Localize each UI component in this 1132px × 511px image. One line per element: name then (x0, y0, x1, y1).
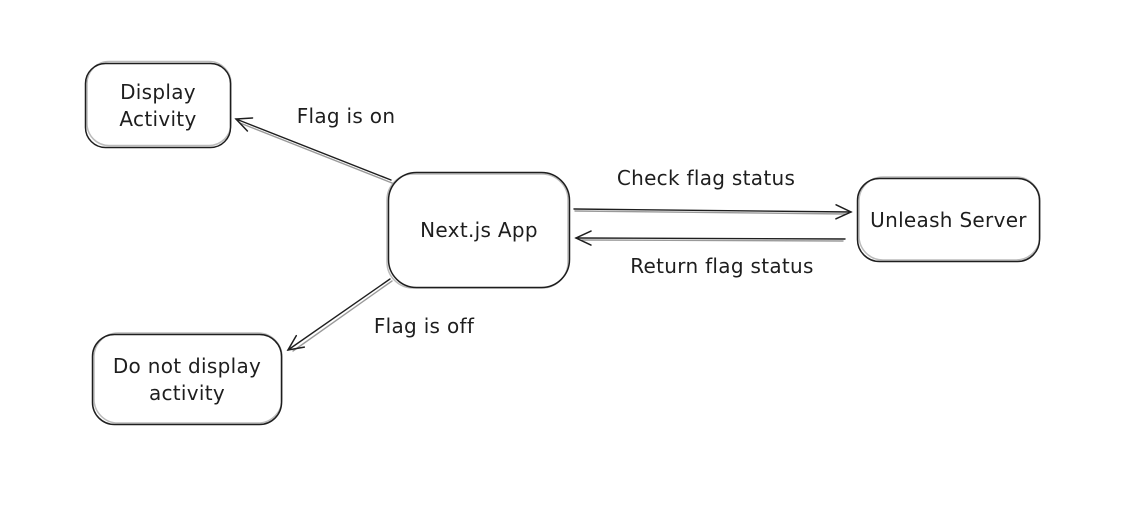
node-box-display-activity (84, 60, 232, 149)
node-box-nextjs-app (386, 171, 571, 289)
node-label-line: Next.js App (420, 217, 538, 242)
node-nextjs-app: Next.js App (388, 172, 570, 288)
edge-label-return-flag-status: Return flag status (630, 254, 814, 278)
edge-label-flag-is-off: Flag is off (373, 314, 475, 338)
node-unleash-server: Unleash Server (857, 178, 1040, 262)
edge-return-flag-status (574, 230, 846, 246)
node-label-line: Unleash Server (870, 207, 1027, 232)
node-label-line: activity (148, 380, 226, 405)
edge-check-flag-status (573, 204, 853, 220)
node-label-line: Activity (119, 106, 197, 131)
node-label-line: Display (120, 79, 196, 104)
edge-label-flag-is-on: Flag is on (296, 104, 396, 128)
edge-flag-is-off (286, 278, 393, 352)
node-do-not-display-activity: Do not display activity (92, 334, 282, 425)
edge-label-check-flag-status: Check flag status (616, 166, 796, 190)
node-display-activity: Display Activity (85, 63, 231, 148)
node-label-line: Do not display (112, 353, 262, 378)
node-box-do-not-display-activity (91, 332, 283, 426)
node-box-unleash-server (856, 176, 1041, 263)
edge-flag-is-on (234, 117, 393, 184)
